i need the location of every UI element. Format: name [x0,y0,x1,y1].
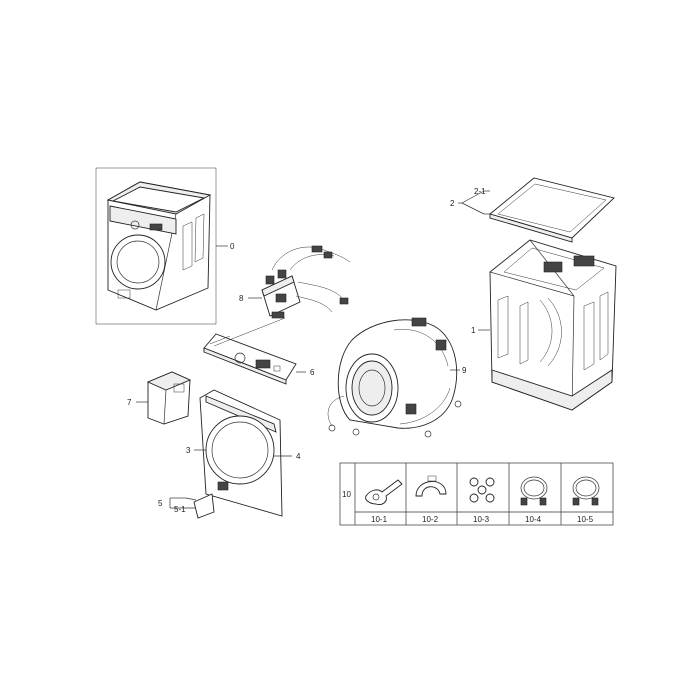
water-hose-icon [572,476,600,506]
callout-2-1: 2-1 [474,187,486,196]
callout-1: 1 [471,326,476,335]
cabinet-frame-part: 1 [471,239,617,411]
detergent-drawer-part: 7 [127,371,192,425]
accessory-table: 10 [339,462,614,526]
control-pcb-harness-part: 8 [239,245,351,319]
callout-4: 4 [296,452,301,461]
complete-washer-assembly: 0 [95,167,235,325]
spanner-icon [365,479,403,505]
accessory-label-10-3: 10-3 [473,515,490,524]
callout-3: 3 [186,446,191,455]
callout-2: 2 [450,199,455,208]
callout-8: 8 [239,294,244,303]
accessory-group-label: 10 [342,490,351,499]
front-panel-door-part: 3 4 [186,389,301,517]
callout-5: 5 [158,499,163,508]
accessory-label-10-5: 10-5 [577,515,594,524]
hose-guide-icon [415,475,447,497]
service-cover-part: 5 5-1 [158,493,215,519]
accessory-label-10-4: 10-4 [525,515,542,524]
water-hose-icon [520,476,548,506]
accessory-label-10-1: 10-1 [371,515,388,524]
callout-0: 0 [230,242,235,251]
callout-6: 6 [310,368,315,377]
top-cover-part: 2 2-1 [450,177,615,243]
accessory-label-10-2: 10-2 [422,515,439,524]
bolt-caps-icon [469,477,495,503]
callout-5-1: 5-1 [174,505,186,514]
control-panel-part: 6 [203,317,315,385]
callout-9: 9 [462,366,467,375]
callout-7: 7 [127,398,132,407]
tub-drum-assembly-part: 9 [327,317,467,438]
